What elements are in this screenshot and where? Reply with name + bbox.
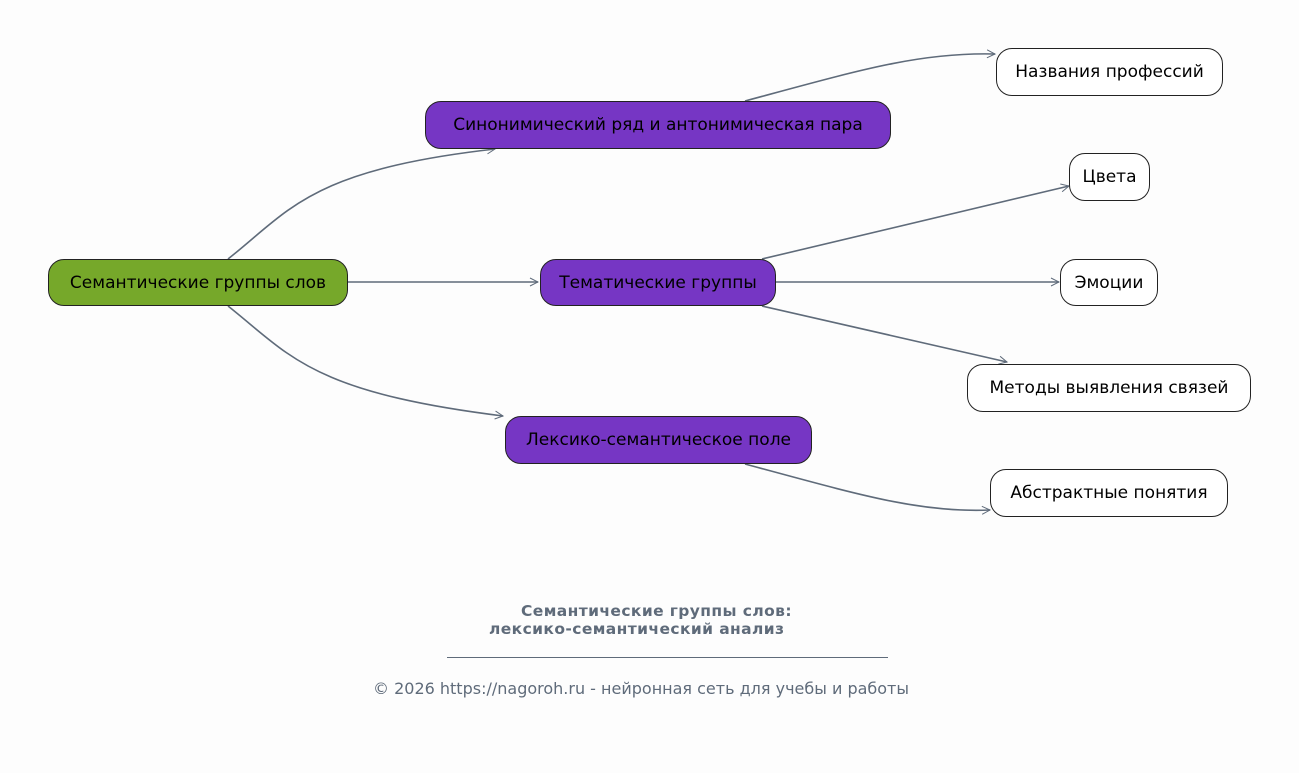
caption-line-1: Семантические группы слов: (521, 602, 792, 620)
leaf-node-abstract[interactable]: Абстрактные понятия (990, 469, 1228, 517)
caption-divider (447, 657, 888, 658)
root-node[interactable]: Семантические группы слов (48, 259, 348, 306)
edge-lexical-field-to-abstract (744, 463, 990, 510)
edge-thematic-to-colors (761, 186, 1069, 260)
leaf-node-professions[interactable]: Названия профессий (996, 48, 1223, 96)
branch-node-label: Синонимический ряд и антонимическая пара (453, 115, 863, 135)
leaf-node-colors[interactable]: Цвета (1069, 153, 1150, 201)
edge-root-to-lexical-field (227, 305, 503, 416)
footer-copyright: © 2026 https://nagoroh.ru - нейронная се… (373, 679, 910, 698)
leaf-node-label: Цвета (1082, 167, 1137, 187)
leaf-node-label: Названия профессий (1015, 62, 1204, 82)
edge-root-to-synonym (227, 149, 495, 260)
branch-node-thematic[interactable]: Тематические группы (540, 259, 776, 306)
branch-node-label: Лексико-семантическое поле (525, 430, 792, 450)
edge-thematic-to-methods (761, 305, 1007, 362)
branch-node-synonym[interactable]: Синонимический ряд и антонимическая пара (425, 101, 891, 149)
branch-node-lexical-field[interactable]: Лексико-семантическое поле (505, 416, 812, 464)
edge-synonym-to-professions (744, 54, 995, 102)
branch-node-label: Тематические группы (559, 272, 757, 293)
leaf-node-label: Методы выявления связей (989, 378, 1229, 398)
leaf-node-label: Абстрактные понятия (1010, 483, 1208, 503)
root-node-label: Семантические группы слов (69, 272, 327, 293)
caption-line-2: лексико-семантический анализ (489, 620, 785, 638)
leaf-node-label: Эмоции (1074, 272, 1144, 293)
leaf-node-emotions[interactable]: Эмоции (1060, 259, 1158, 306)
leaf-node-methods[interactable]: Методы выявления связей (967, 364, 1251, 412)
